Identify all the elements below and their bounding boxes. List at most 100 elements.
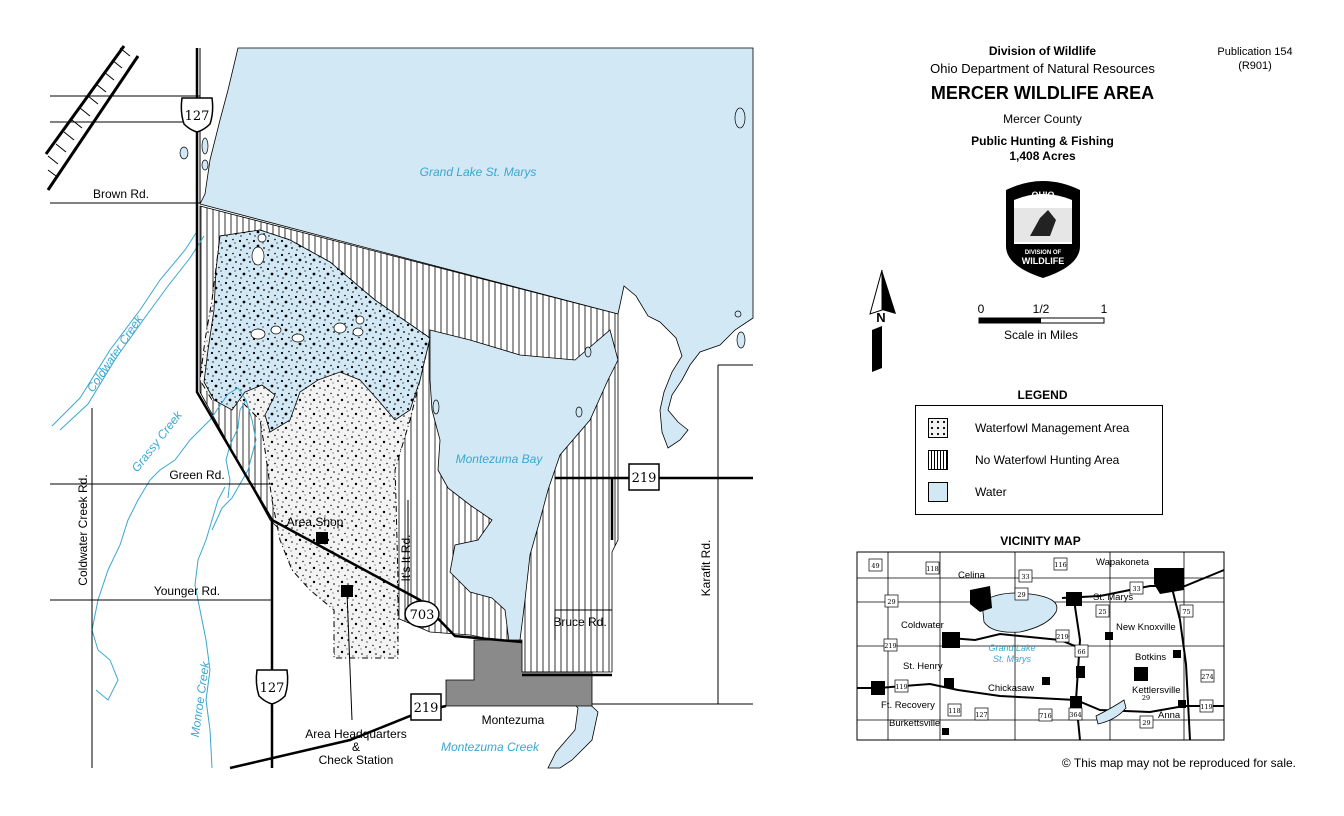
us127-shield-north: 127 (180, 97, 214, 133)
svg-text:St. Marys: St. Marys (993, 654, 1032, 664)
svg-text:219: 219 (1056, 633, 1068, 641)
use-label: Public Hunting & Fishing (971, 134, 1114, 148)
svg-text:OHIO: OHIO (1031, 190, 1054, 200)
vicinity-map-title: VICINITY MAP (1000, 534, 1081, 548)
svg-text:66: 66 (1077, 648, 1085, 656)
montezuma-creek-label: Montezuma Creek (441, 740, 540, 754)
legend-item-water: Water (928, 482, 1007, 502)
svg-text:118: 118 (926, 565, 938, 573)
coldwater-creek-rd-label: Coldwater Creek Rd. (76, 474, 90, 585)
svg-text:127: 127 (260, 681, 285, 696)
svg-text:0: 0 (978, 302, 985, 316)
svg-text:127: 127 (975, 711, 987, 719)
svg-text:364: 364 (1069, 711, 1081, 719)
svg-text:29: 29 (1017, 591, 1025, 599)
islands (250, 233, 365, 343)
waterfowl-water (203, 229, 431, 433)
hq-label-2: & (352, 740, 360, 754)
coldwater-creek-label: Coldwater Creek (84, 312, 146, 395)
svg-text:Botkins: Botkins (1135, 652, 1166, 663)
publication-code: (R901) (1238, 60, 1272, 72)
area-shop-label: Area Shop (287, 515, 344, 529)
svg-text:29: 29 (1142, 719, 1150, 727)
copyright-notice: © This map may not be reproduced for sal… (1061, 756, 1296, 770)
svg-text:127: 127 (185, 109, 210, 124)
vicinity-map: Celina Wapakoneta St. Marys Coldwater Ne… (856, 551, 1225, 741)
agency-name: Division of Wildlife (988, 44, 1097, 58)
railroad (44, 45, 140, 191)
bruce-rd-label: Bruce Rd. (553, 615, 606, 629)
svg-text:WILDLIFE: WILDLIFE (1022, 256, 1065, 266)
svg-text:1: 1 (1101, 302, 1108, 316)
legend: Waterfowl Management Area No Waterfowl H… (915, 405, 1163, 515)
grand-lake-water (199, 47, 754, 449)
hq-marker (341, 585, 353, 597)
svg-text:119: 119 (1200, 703, 1212, 711)
svg-text:25: 25 (1098, 608, 1106, 616)
svg-text:219: 219 (414, 701, 439, 716)
creeks (51, 229, 257, 769)
department-name: Ohio Department of Natural Resources (930, 61, 1155, 76)
railroad-ties (47, 47, 131, 177)
svg-text:75: 75 (1182, 608, 1190, 616)
legend-label: No Waterfowl Hunting Area (975, 453, 1120, 467)
us127-shield-south: 127 (255, 669, 289, 705)
svg-text:Chickasaw: Chickasaw (988, 683, 1034, 694)
svg-text:716: 716 (1039, 712, 1051, 720)
svg-text:29: 29 (887, 598, 895, 606)
sr219-shield-south: 219 (410, 693, 442, 721)
svg-text:29: 29 (1142, 694, 1150, 702)
svg-text:219: 219 (884, 642, 896, 650)
younger-rd-label: Younger Rd. (154, 584, 220, 598)
brown-rd-label: Brown Rd. (93, 187, 149, 201)
bay-label: Montezuma Bay (456, 452, 544, 466)
north-arrow: N (869, 269, 896, 372)
karafit-rd-label: Karafit Rd. (699, 540, 713, 597)
svg-text:Ft. Recovery: Ft. Recovery (881, 700, 935, 711)
svg-text:St. Marys: St. Marys (1093, 592, 1133, 603)
svg-text:Grand Lake: Grand Lake (988, 643, 1035, 653)
its-it-rd-label: It's It Rd. (399, 535, 413, 582)
montezuma-town (445, 639, 593, 707)
svg-text:1/2: 1/2 (1033, 302, 1050, 316)
monroe-creek-label: Monroe Creek (188, 660, 213, 738)
sr703-shield: 703 (404, 600, 440, 628)
legend-title: LEGEND (1017, 388, 1068, 402)
scale-bar: 0 1/2 1 Scale in Miles (978, 302, 1108, 342)
svg-text:274: 274 (1201, 673, 1213, 681)
svg-text:33: 33 (1021, 573, 1029, 581)
svg-text:Coldwater: Coldwater (901, 620, 944, 631)
svg-text:Anna: Anna (1158, 710, 1181, 721)
sr219-shield-east: 219 (628, 463, 660, 491)
legend-item-no-hunting: No Waterfowl Hunting Area (928, 450, 1119, 470)
svg-text:New Knoxville: New Knoxville (1116, 622, 1176, 633)
svg-text:Scale in Miles: Scale in Miles (1004, 328, 1078, 342)
svg-text:N: N (876, 310, 885, 325)
green-rd-label: Green Rd. (169, 468, 224, 482)
legend-label: Waterfowl Management Area (975, 421, 1130, 435)
lake-label: Grand Lake St. Marys (420, 165, 537, 179)
legend-item-waterfowl: Waterfowl Management Area (928, 418, 1129, 438)
svg-text:DIVISION OF: DIVISION OF (1025, 250, 1062, 256)
roads-thin (50, 48, 753, 768)
svg-text:49: 49 (871, 562, 879, 570)
hq-label-1: Area Headquarters (305, 727, 406, 741)
montezuma-label: Montezuma (482, 713, 545, 727)
page-title: MERCER WILDLIFE AREA (930, 83, 1155, 103)
legend-label: Water (975, 485, 1007, 499)
odnr-seal: OHIO DIVISION OF WILDLIFE (1006, 181, 1080, 278)
svg-text:116: 116 (1054, 561, 1066, 569)
water-swatch (928, 482, 948, 502)
svg-text:St. Henry: St. Henry (903, 661, 943, 672)
svg-text:Burkettsville: Burkettsville (889, 718, 940, 729)
svg-text:219: 219 (632, 471, 657, 486)
publication-number: Publication 154 (R901) (1205, 45, 1305, 73)
svg-text:119: 119 (895, 683, 907, 691)
hatch-swatch (928, 450, 948, 470)
svg-text:118: 118 (948, 707, 960, 715)
grassy-creek-label: Grassy Creek (129, 408, 186, 475)
small-ponds (179, 107, 746, 418)
svg-text:Kettlersville: Kettlersville (1132, 685, 1181, 696)
stipple-swatch (928, 418, 948, 438)
